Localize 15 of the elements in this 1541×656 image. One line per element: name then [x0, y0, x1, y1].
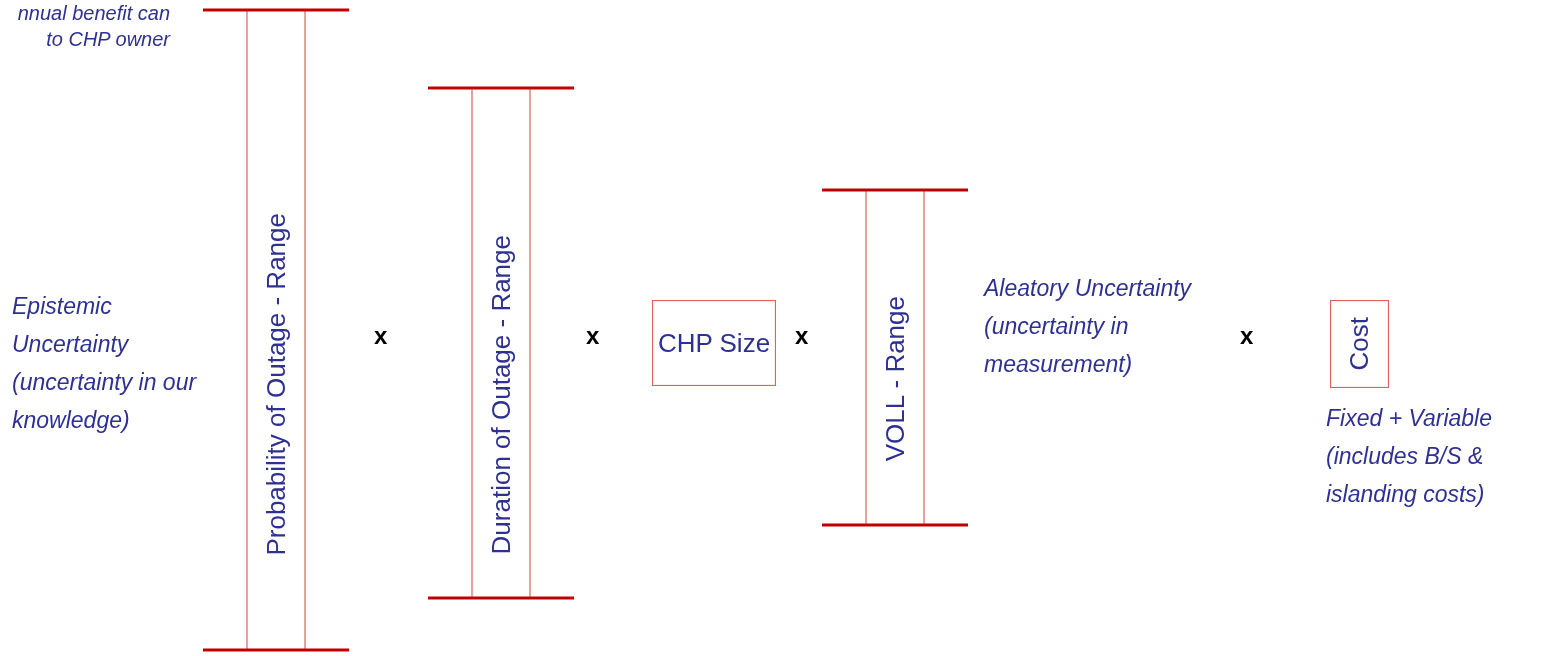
- term-text: Probability of Outage - Range: [260, 213, 292, 556]
- term-box: [652, 300, 776, 386]
- multiply-sign: x: [795, 322, 809, 350]
- term-text: VOLL - Range: [879, 295, 911, 461]
- term-text: Duration of Outage - Range: [485, 234, 517, 554]
- term-box: [1330, 300, 1389, 388]
- term-text: CHP Size: [656, 327, 772, 360]
- annotation-text: Epistemic Uncertainty (uncertainty in our knowledge): [12, 292, 198, 435]
- multiply-sign: x: [586, 322, 600, 350]
- annotation-text: Fixed + Variable (includes B/S & islanding costs): [1326, 404, 1493, 509]
- annotation-text: Aleatory Uncertainty (uncertainty in measurement): [984, 274, 1193, 379]
- multiply-sign: x: [1240, 322, 1254, 350]
- note-text: nnual benefit can to CHP owner: [16, 1, 170, 52]
- term-text: Cost: [1344, 317, 1375, 371]
- multiply-sign: x: [374, 322, 388, 350]
